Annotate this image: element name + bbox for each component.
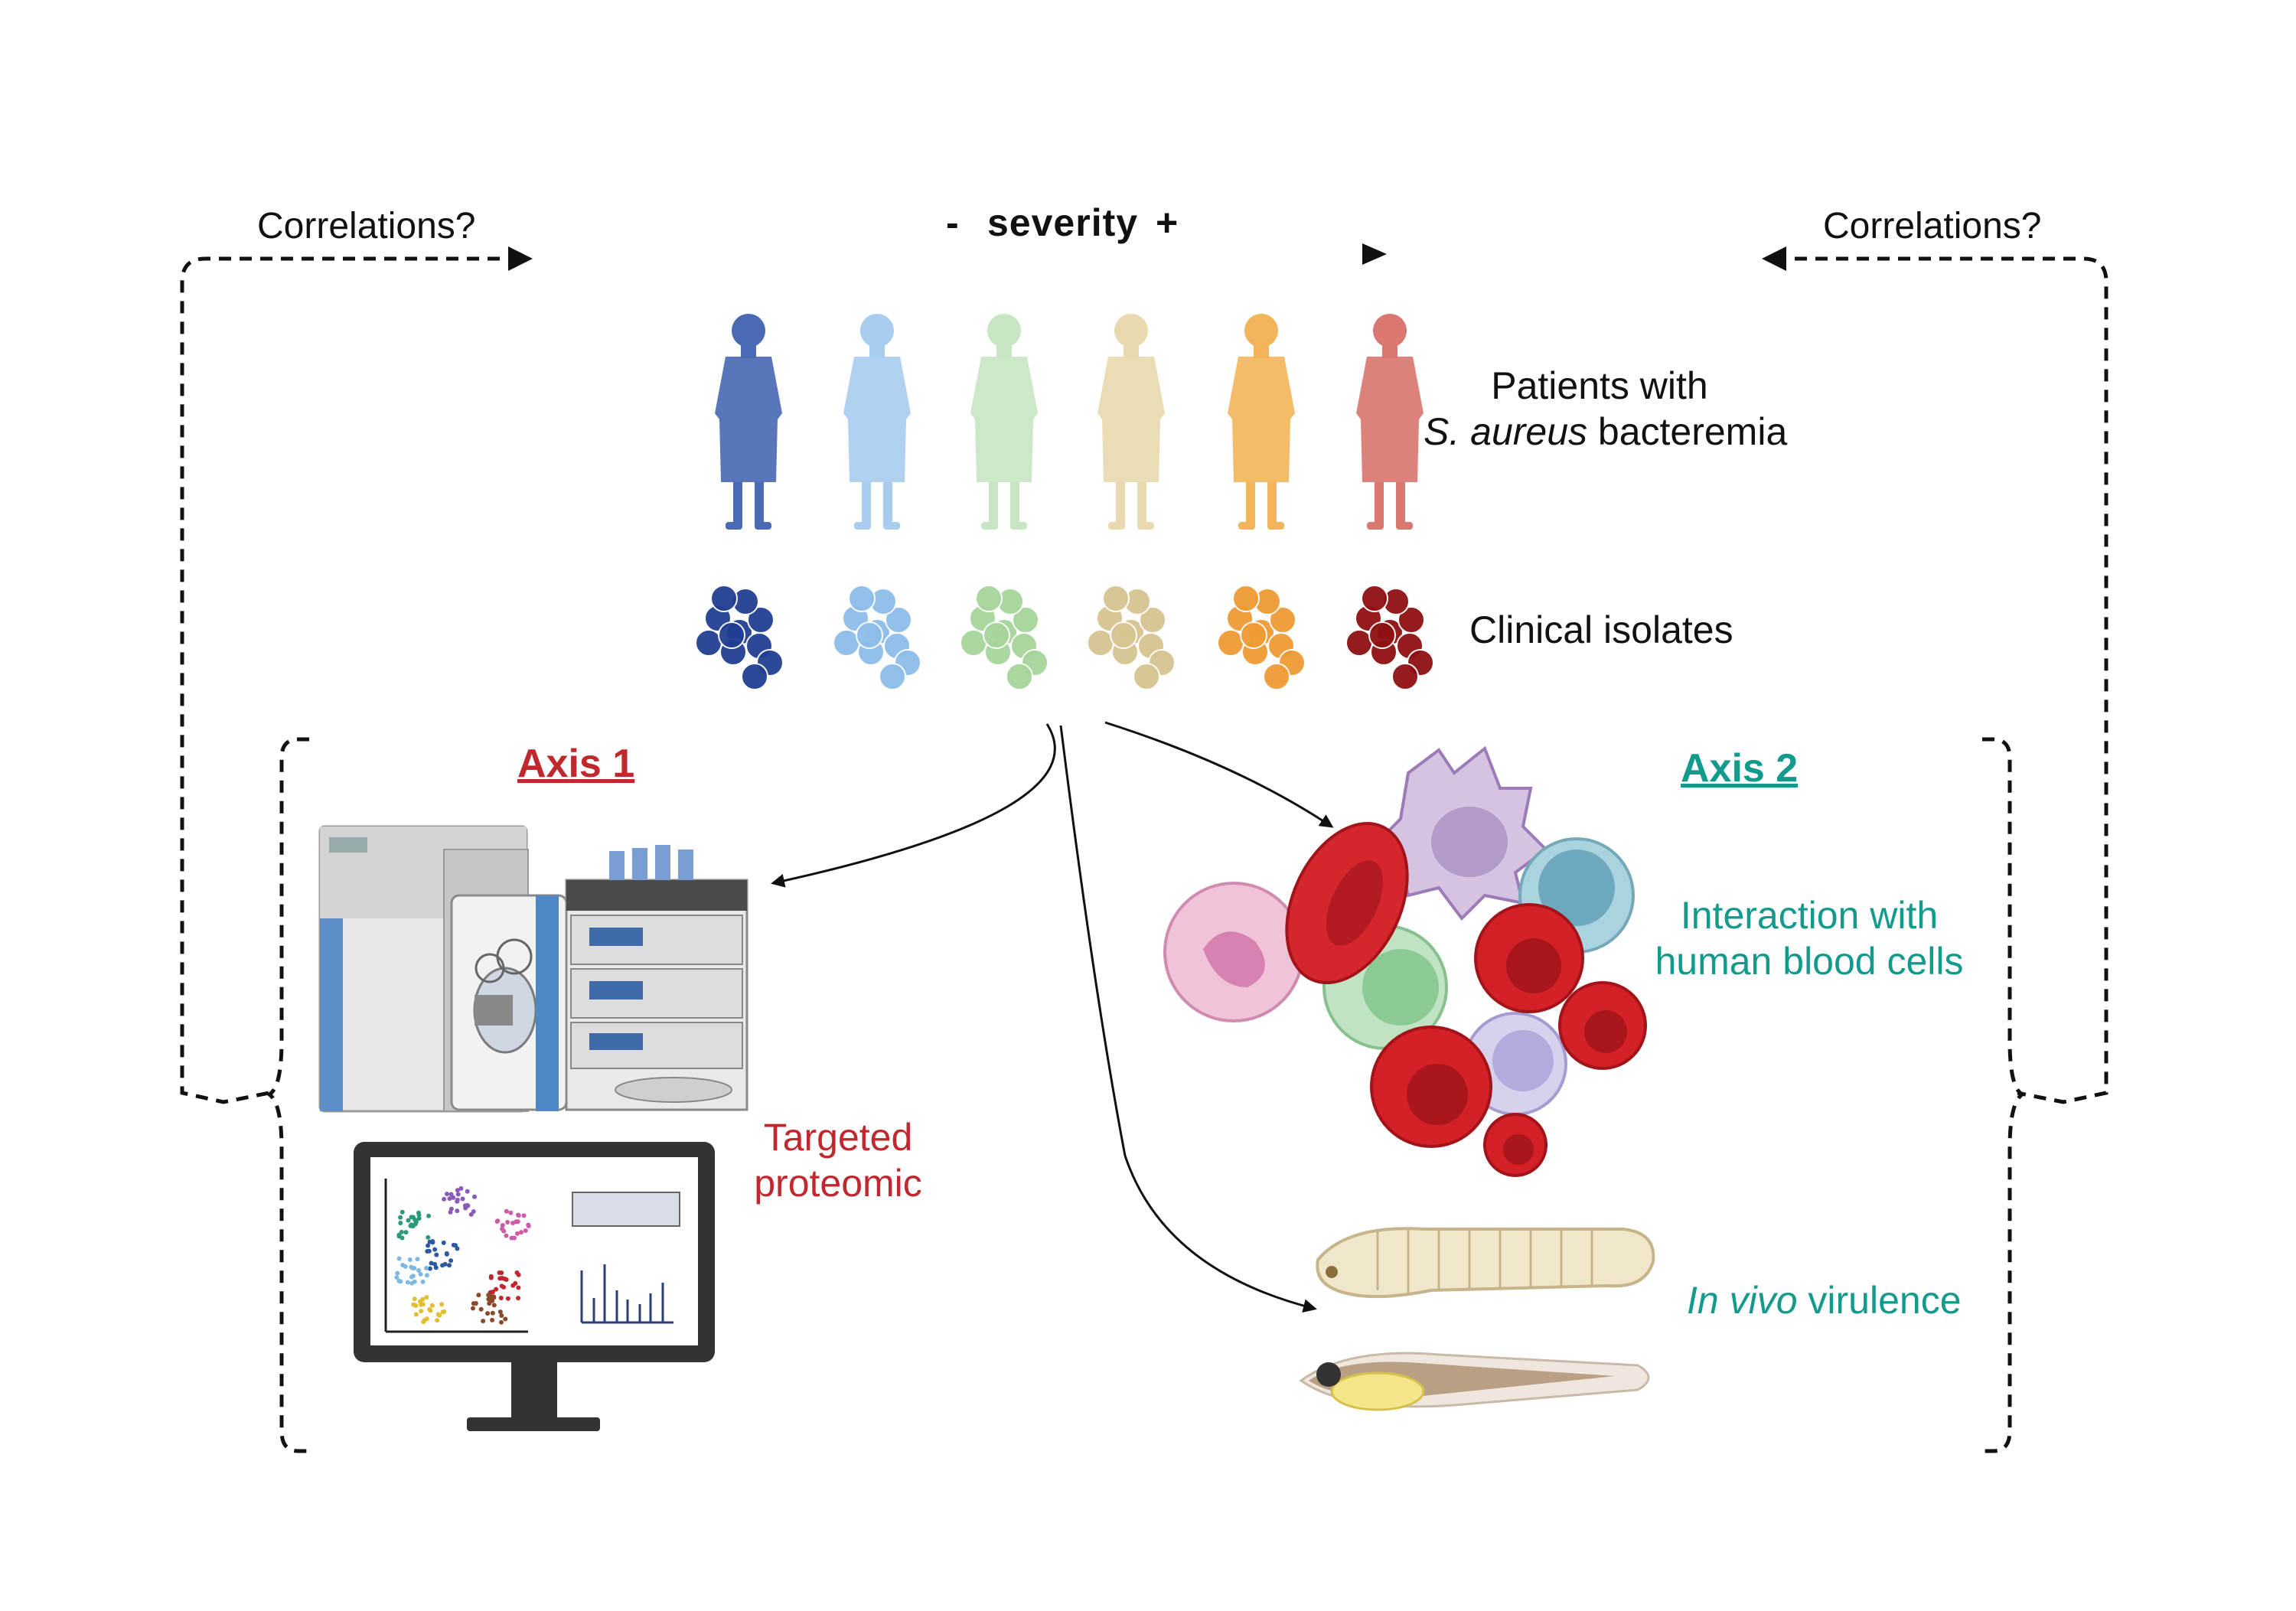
targeted-line1: Targeted [763,1116,913,1159]
computer-monitor-illustration [354,1142,715,1431]
severity-arrow-head [1362,243,1387,265]
isolate-cluster [960,585,1049,690]
in-vivo-virulence-label: In vivo virulence [1687,1278,1962,1322]
axis1-bracket [266,737,309,1453]
severity-minus: - [946,201,960,244]
targeted-proteomic-label: Targeted proteomic [735,1114,941,1206]
right-correlation-arrow-head [1762,246,1786,271]
severity-plus: + [1156,201,1179,244]
correlations-label-left: Correlations? [257,206,476,246]
blood-cells-illustration [1163,745,1647,1177]
left-correlation-bracket [180,256,520,1104]
isolates-row [695,585,1434,690]
left-correlation-arrow-head [508,246,533,271]
in-vivo-rest: virulence [1797,1279,1962,1322]
patients-label-line1: Patients with [1491,364,1708,407]
arrow-to-blood-cells [1104,721,1334,828]
patients-label-rest: bacteremia [1587,410,1788,453]
isolate-cluster [695,585,784,690]
interaction-line1: Interaction with [1680,894,1939,937]
zebrafish-larva-illustration [1299,1352,1650,1411]
patient-figure [1097,314,1165,530]
blood-cell-interaction-label: Interaction with human blood cells [1633,892,1985,984]
interaction-line2: human blood cells [1655,940,1964,983]
species-name: S. aureus [1424,410,1588,453]
patient-figure [715,314,782,530]
patients-label-line2: S. aureus bacteremia [1424,409,1787,455]
isolate-cluster [1345,585,1434,690]
patient-figure [1228,314,1295,530]
correlations-label-right: Correlations? [1823,206,2042,246]
axis2-bracket [1982,737,2026,1453]
isolate-cluster [1087,585,1176,690]
patient-figure [970,314,1038,530]
right-correlation-bracket [1774,256,2108,1104]
axis1-title: Axis 1 [517,742,635,786]
patients-label: Patients with S. aureus bacteremia [1424,363,1787,455]
wax-moth-larva-illustration [1316,1227,1655,1299]
patient-figure [843,314,911,530]
mass-spectrometer-illustration [318,825,748,1113]
axis2-title: Axis 2 [1681,746,1799,791]
clinical-isolates-label: Clinical isolates [1469,608,1733,651]
arrow-to-in-vivo [1059,725,1317,1313]
patients-row [715,314,1424,530]
severity-label: severity [987,201,1139,244]
patient-figure [1356,314,1424,530]
isolate-cluster [1217,585,1306,690]
tsne-scatter-mini [394,1185,531,1325]
isolate-cluster [833,585,921,690]
arrow-to-proteomics [771,723,1056,888]
in-vivo-italic: In vivo [1687,1279,1798,1322]
targeted-line2: proteomic [754,1162,922,1205]
